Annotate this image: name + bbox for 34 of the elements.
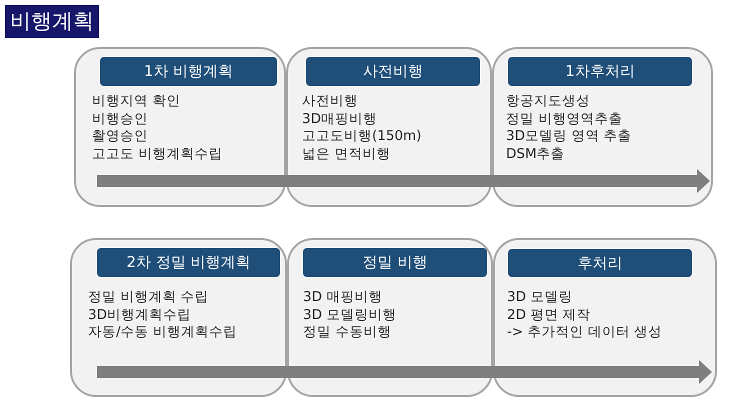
- stage-header: 후처리: [508, 249, 692, 277]
- task-text: 3D 모델링비행: [303, 306, 396, 324]
- task-text: 넓은 면적비행: [302, 146, 390, 163]
- stage-header: 1차후처리: [508, 57, 692, 86]
- stage-card: [74, 47, 286, 207]
- stage-card: [493, 238, 717, 397]
- task-text: 비행지역 확인: [92, 93, 180, 110]
- stage-header: 사전비행: [306, 57, 480, 86]
- stage-header: 정밀 비행: [303, 248, 487, 277]
- stage-header: 2차 정밀 비행계획: [97, 248, 280, 277]
- task-text: 고고도비행(150m): [302, 128, 422, 146]
- task-text: 3D모델링 영역 추출: [506, 128, 632, 146]
- stage-header: 1차 비행계획: [100, 57, 277, 86]
- task-text: 고고도 비행계획수립: [92, 146, 222, 163]
- task-text: 항공지도생성: [506, 93, 590, 110]
- task-text: DSM추출: [506, 146, 565, 163]
- task-text: 촬영승인: [92, 128, 148, 146]
- task-text: 정밀 비행영역추출: [506, 110, 622, 128]
- task-text: 3D매핑비행: [302, 110, 377, 128]
- task-text: 자동/수동 비행계획수립: [88, 324, 237, 342]
- page-title: 비행계획: [5, 5, 99, 38]
- task-text: 3D비행계획수립: [88, 306, 191, 324]
- stage-card: [70, 238, 287, 397]
- task-text: 비행승인: [92, 110, 148, 128]
- task-text: 2D 평면 제작: [507, 306, 591, 324]
- task-text: 3D 모델링: [507, 289, 572, 306]
- stage-card: [492, 47, 713, 207]
- stage-card: [287, 238, 493, 397]
- task-text: 정밀 비행계획 수립: [88, 289, 209, 306]
- task-text: 사전비행: [302, 93, 358, 110]
- task-text: 3D 매핑비행: [303, 289, 382, 306]
- stage-card: [286, 47, 492, 207]
- task-text: 정밀 수동비행: [303, 324, 392, 342]
- task-text: -> 추가적인 데이터 생성: [507, 324, 662, 342]
